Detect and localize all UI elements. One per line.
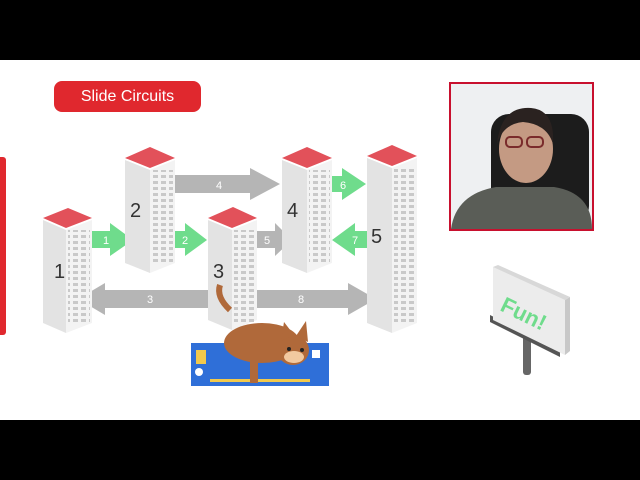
arrow-label-4: 4: [216, 180, 222, 192]
svg-text:1: 1: [54, 261, 65, 283]
arrow-4: [175, 168, 280, 200]
arrow-2: [175, 223, 207, 256]
fun-billboard-illustration: Fun!: [490, 265, 570, 375]
svg-text:2: 2: [130, 200, 141, 222]
building-4: 4: [282, 147, 332, 273]
circuit-diagram: 1 2 3 4 5 6 7 8 1 2 3: [43, 145, 417, 386]
svg-text:3: 3: [213, 261, 224, 283]
cat-illustration: [216, 284, 309, 383]
arrow-7: [332, 223, 367, 256]
arrow-label-2: 2: [182, 235, 188, 247]
arrow-label-1: 1: [103, 235, 109, 247]
arrow-label-7: 7: [352, 235, 358, 247]
building-5: 5: [367, 145, 417, 333]
presentation-slide: Slide Circuits 1 2 3 4 5 6 7 8: [0, 60, 640, 420]
building-1: 1: [43, 208, 92, 333]
building-3: 3: [208, 207, 257, 330]
slide-title: Slide Circuits: [54, 81, 201, 112]
letterbox-bottom: [0, 420, 640, 480]
arrow-8: [257, 283, 376, 315]
letterbox-top: [0, 0, 640, 60]
arrow-label-3: 3: [147, 294, 153, 306]
arrow-6: [332, 168, 366, 200]
arrow-label-5: 5: [264, 235, 270, 247]
arrow-1: [92, 223, 133, 256]
arrow-3: [78, 283, 210, 315]
arrow-label-8: 8: [298, 294, 304, 306]
svg-text:4: 4: [287, 200, 298, 222]
side-accent-bar: [0, 157, 6, 335]
arrow-label-6: 6: [340, 180, 346, 192]
building-2: 2: [125, 147, 175, 273]
webcam-video: [449, 82, 594, 231]
svg-text:5: 5: [371, 226, 382, 248]
